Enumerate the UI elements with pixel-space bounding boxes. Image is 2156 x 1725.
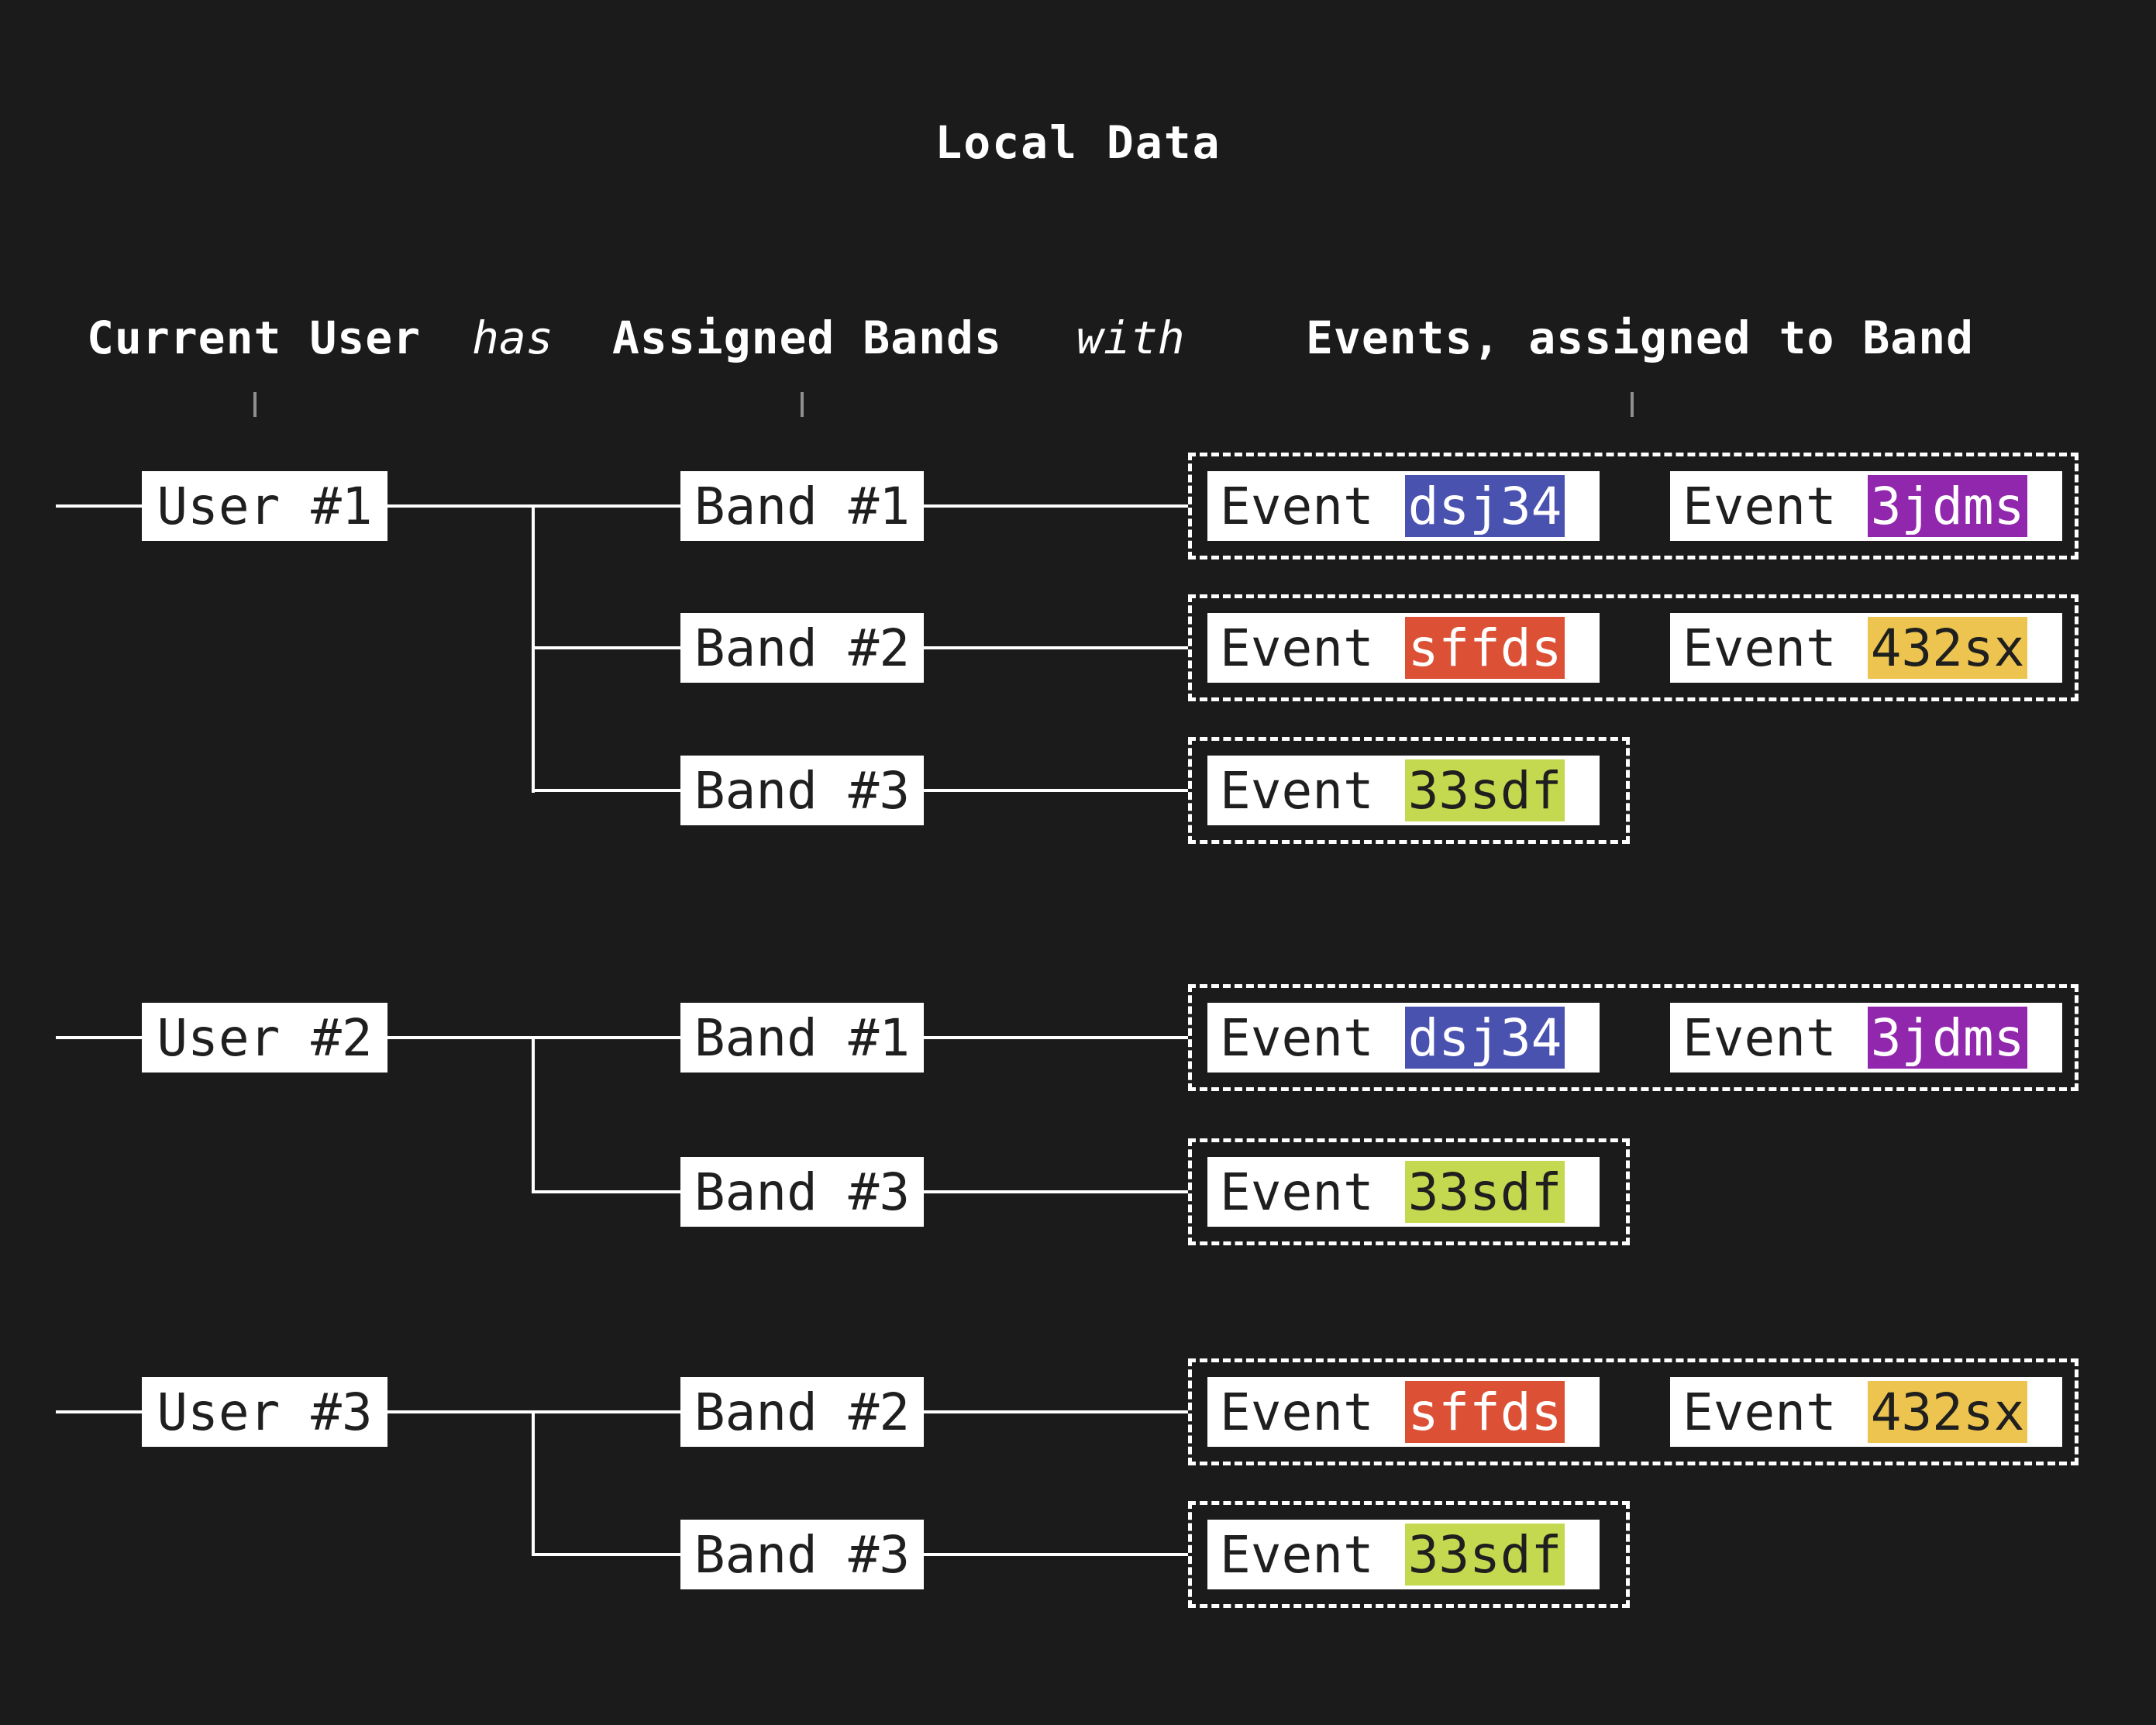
event-label: Event [1220, 618, 1374, 678]
connector-line [532, 646, 680, 649]
events-group: Event dsj34 Event 3jdms [1188, 453, 2079, 560]
band-box: Band #3 [680, 1157, 924, 1227]
event-box: Event 432sx [1670, 1377, 2062, 1447]
band-box: Band #3 [680, 1520, 924, 1589]
band-box: Band #1 [680, 1003, 924, 1073]
event-label: Event [1220, 1524, 1374, 1585]
connector-line [532, 1190, 680, 1193]
user-box: User #3 [142, 1377, 387, 1447]
connector-line [924, 1410, 1188, 1413]
event-code-chip: sffds [1404, 617, 1565, 679]
header-tick [1631, 392, 1634, 417]
event-box: Event 33sdf [1207, 756, 1600, 825]
event-code-chip: 3jdms [1867, 475, 2028, 537]
band-box: Band #2 [680, 613, 924, 683]
connector-line [532, 1036, 535, 1193]
event-code-chip: 33sdf [1404, 1161, 1565, 1223]
connector-line [532, 1553, 680, 1556]
events-group: Event sffds Event 432sx [1188, 594, 2079, 701]
relation-label-has: has [472, 312, 553, 364]
events-group: Event 33sdf [1188, 1501, 1630, 1608]
event-box: Event 33sdf [1207, 1157, 1600, 1227]
event-box: Event 33sdf [1207, 1520, 1600, 1589]
relation-label-with: with [1076, 312, 1185, 364]
events-group: Event dsj34 Event 3jdms [1188, 984, 2079, 1091]
connector-line [56, 1036, 142, 1039]
column-header-assigned-bands: Assigned Bands [612, 312, 1002, 364]
connector-line [924, 504, 1188, 508]
event-label: Event [1220, 1007, 1374, 1068]
event-box: Event sffds [1207, 1377, 1600, 1447]
event-label: Event [1220, 1162, 1374, 1222]
event-box: Event 3jdms [1670, 471, 2062, 541]
event-label: Event [1220, 760, 1374, 821]
connector-line [532, 1410, 535, 1556]
event-box: Event 432sx [1670, 613, 2062, 683]
band-box: Band #2 [680, 1377, 924, 1447]
event-code-chip: sffds [1404, 1381, 1565, 1443]
diagram-title: Local Data [935, 116, 1221, 169]
event-code-chip: dsj34 [1404, 475, 1565, 537]
event-label: Event [1220, 476, 1374, 536]
connector-line [924, 646, 1188, 649]
connector-line [924, 1553, 1188, 1556]
event-code-chip: 33sdf [1404, 759, 1565, 821]
event-label: Event [1682, 476, 1837, 536]
event-box: Event dsj34 [1207, 1003, 1600, 1073]
user-box: User #1 [142, 471, 387, 541]
event-code-chip: 432sx [1867, 617, 2028, 679]
event-label: Event [1682, 618, 1837, 678]
event-code-chip: 432sx [1867, 1381, 2028, 1443]
event-label: Event [1682, 1007, 1837, 1068]
event-box: Event sffds [1207, 613, 1600, 683]
event-code-chip: dsj34 [1404, 1007, 1565, 1069]
column-header-events: Events, assigned to Band [1306, 312, 1975, 364]
connector-line [924, 1190, 1188, 1193]
events-group: Event 33sdf [1188, 1138, 1630, 1245]
band-box: Band #1 [680, 471, 924, 541]
event-code-chip: 33sdf [1404, 1524, 1565, 1586]
event-code-chip: 3jdms [1867, 1007, 2028, 1069]
header-tick [801, 392, 804, 417]
events-group: Event 33sdf [1188, 737, 1630, 844]
header-tick [253, 392, 257, 417]
connector-line [924, 1036, 1188, 1039]
events-group: Event sffds Event 432sx [1188, 1358, 2079, 1465]
connector-line [56, 1410, 142, 1413]
event-box: Event 3jdms [1670, 1003, 2062, 1073]
user-box: User #2 [142, 1003, 387, 1073]
column-header-current-user: Current User [87, 312, 422, 364]
connector-line [56, 504, 142, 508]
connector-line [924, 789, 1188, 792]
connector-line [532, 789, 680, 792]
event-box: Event dsj34 [1207, 471, 1600, 541]
band-box: Band #3 [680, 756, 924, 825]
event-label: Event [1220, 1382, 1374, 1442]
event-label: Event [1682, 1382, 1837, 1442]
